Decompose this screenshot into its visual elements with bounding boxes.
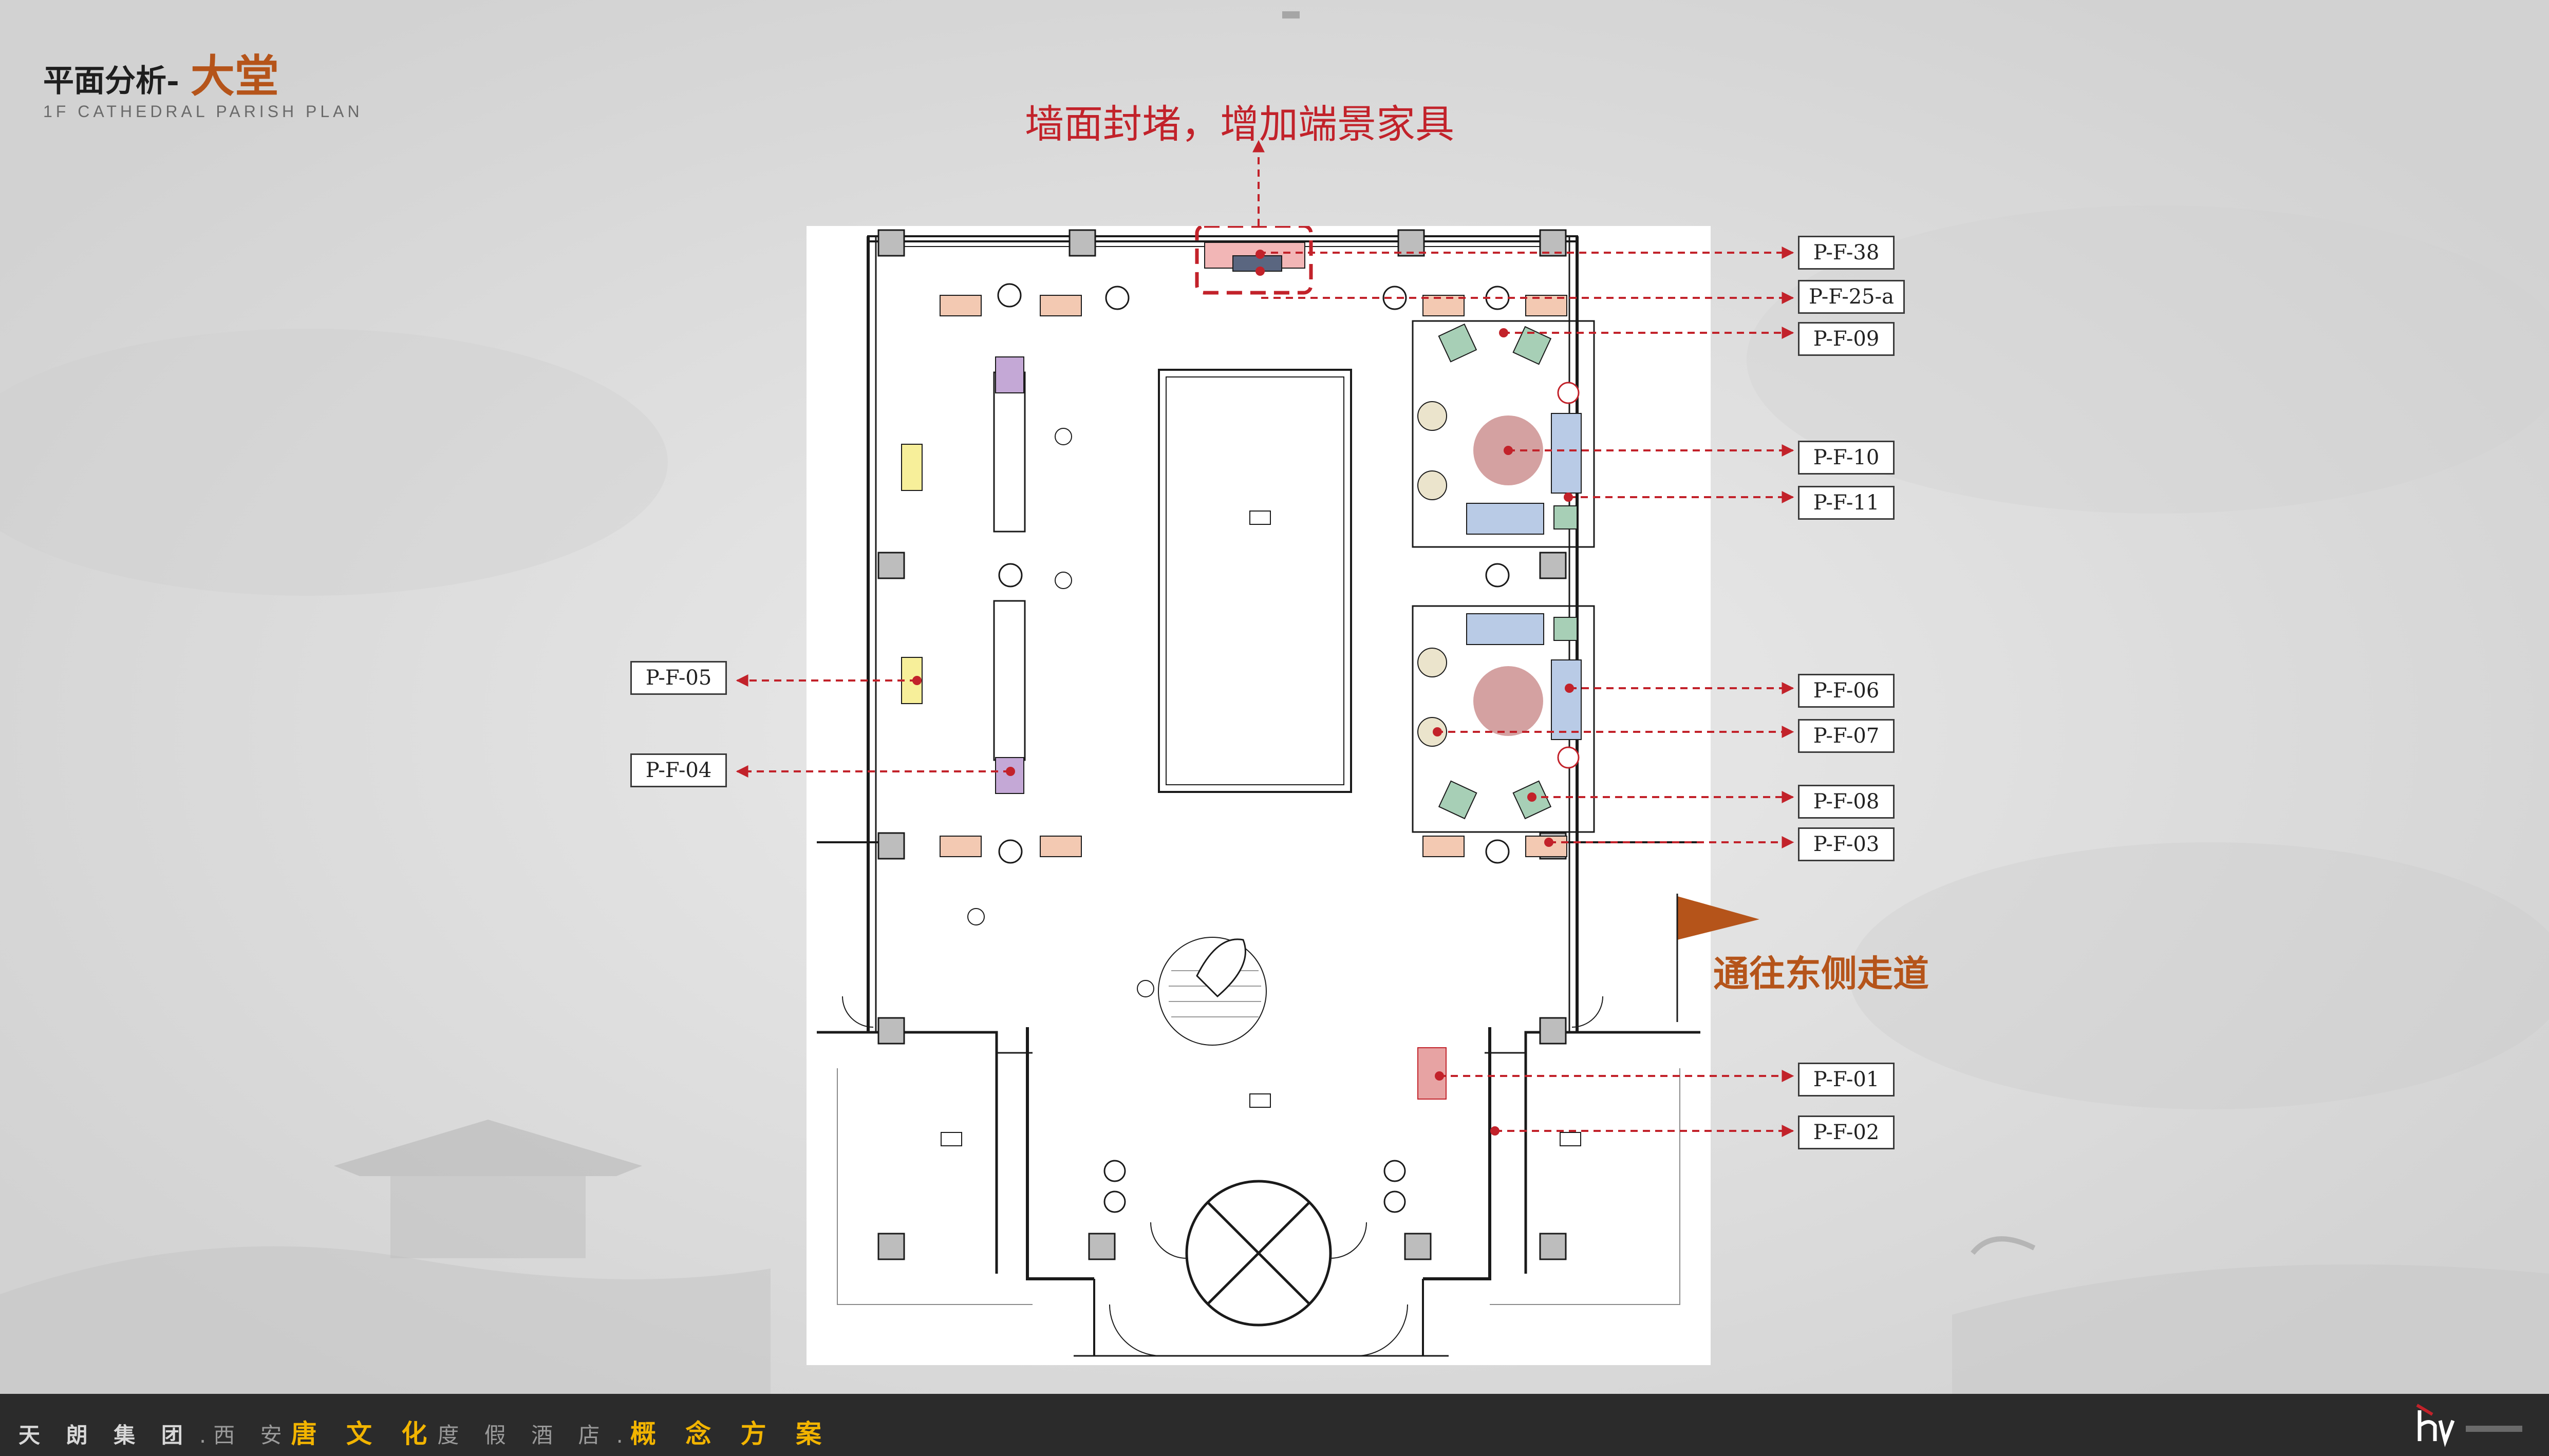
footer-resort: 度 假 酒 店 xyxy=(437,1423,609,1448)
tag-p-f-05: P-F-05 xyxy=(630,661,727,695)
tag-p-f-25-a: P-F-25-a xyxy=(1798,280,1905,314)
tag-p-f-03: P-F-03 xyxy=(1798,827,1895,861)
tag-p-f-07: P-F-07 xyxy=(1798,719,1895,753)
floor-plan xyxy=(807,226,1711,1365)
wall-closure-annotation: 墙面封堵，增加端景家具 xyxy=(1025,101,1454,147)
tag-p-f-38: P-F-38 xyxy=(1798,236,1895,270)
page-title: 大堂 xyxy=(190,50,279,102)
footer-brand: 唐 文 化 xyxy=(291,1419,438,1449)
tag-p-f-04: P-F-04 xyxy=(630,753,727,787)
tag-p-f-02: P-F-02 xyxy=(1798,1115,1895,1149)
page-header: 平面分析- 大堂 1F CATHEDRAL PARISH PLAN xyxy=(43,40,363,121)
tag-p-f-11: P-F-11 xyxy=(1798,486,1895,520)
footer-text: 天 朗 集 团.西 安唐 文 化度 假 酒 店.概 念 方 案 xyxy=(18,1419,832,1449)
page-subtitle: 1F CATHEDRAL PARISH PLAN xyxy=(43,102,363,121)
title-prefix: 平面分析- xyxy=(43,63,179,99)
company-logo xyxy=(2416,1404,2522,1447)
footer-city: 西 安 xyxy=(213,1423,291,1448)
tag-p-f-09: P-F-09 xyxy=(1798,322,1895,356)
footer-scheme: 概 念 方 案 xyxy=(630,1419,832,1449)
tag-p-f-10: P-F-10 xyxy=(1798,441,1895,475)
top-marker xyxy=(1282,11,1300,18)
tag-p-f-06: P-F-06 xyxy=(1798,674,1895,708)
footer-bar xyxy=(0,1394,2549,1456)
tag-p-f-08: P-F-08 xyxy=(1798,785,1895,819)
east-corridor-annotation: 通往东侧走道 xyxy=(1713,953,1929,995)
footer-group: 天 朗 集 团 xyxy=(18,1423,192,1448)
tag-p-f-01: P-F-01 xyxy=(1798,1063,1895,1096)
